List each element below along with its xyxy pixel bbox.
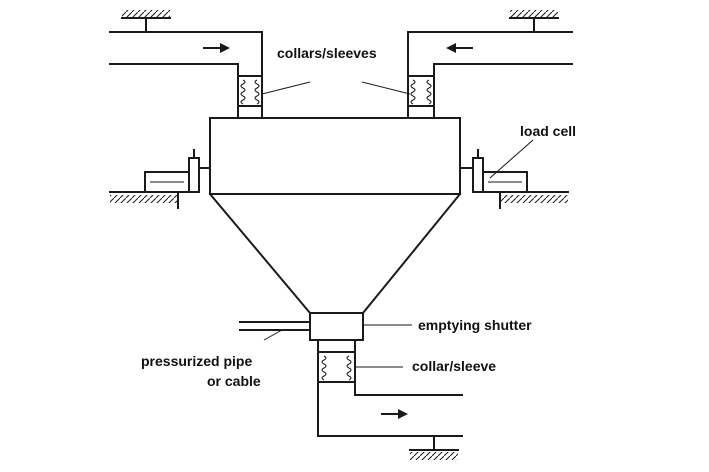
label-load-cell: load cell: [520, 123, 576, 139]
floor-anchor-bottom: [409, 435, 459, 460]
inlet-pipe-left: [109, 31, 263, 65]
load-cell-left: [109, 149, 211, 209]
ceiling-anchor-left: [121, 10, 171, 33]
label-collar-sleeve: collar/sleeve: [412, 358, 496, 374]
load-cell-right: [459, 149, 569, 209]
arrow-left-icon: [446, 43, 473, 53]
pressurized-pipe: [239, 321, 311, 331]
leader-lines: [261, 81, 534, 368]
label-collars-sleeves: collars/sleeves: [277, 45, 377, 61]
label-pressurized-pipe: pressurized pipe: [141, 353, 252, 369]
ceiling-anchor-right: [509, 10, 559, 33]
collar-sleeve-left: [237, 63, 263, 119]
label-emptying-shutter: emptying shutter: [418, 317, 532, 333]
hopper-body: [208, 117, 462, 315]
arrow-right-icon: [203, 43, 230, 53]
collar-sleeve-right: [407, 63, 435, 119]
emptying-shutter: [309, 312, 364, 341]
outlet-pipe: [317, 394, 463, 437]
collar-sleeve-bottom: [317, 339, 356, 396]
inlet-pipe-right: [407, 31, 573, 65]
arrow-right-icon: [381, 409, 408, 419]
label-or-cable: or cable: [207, 373, 261, 389]
